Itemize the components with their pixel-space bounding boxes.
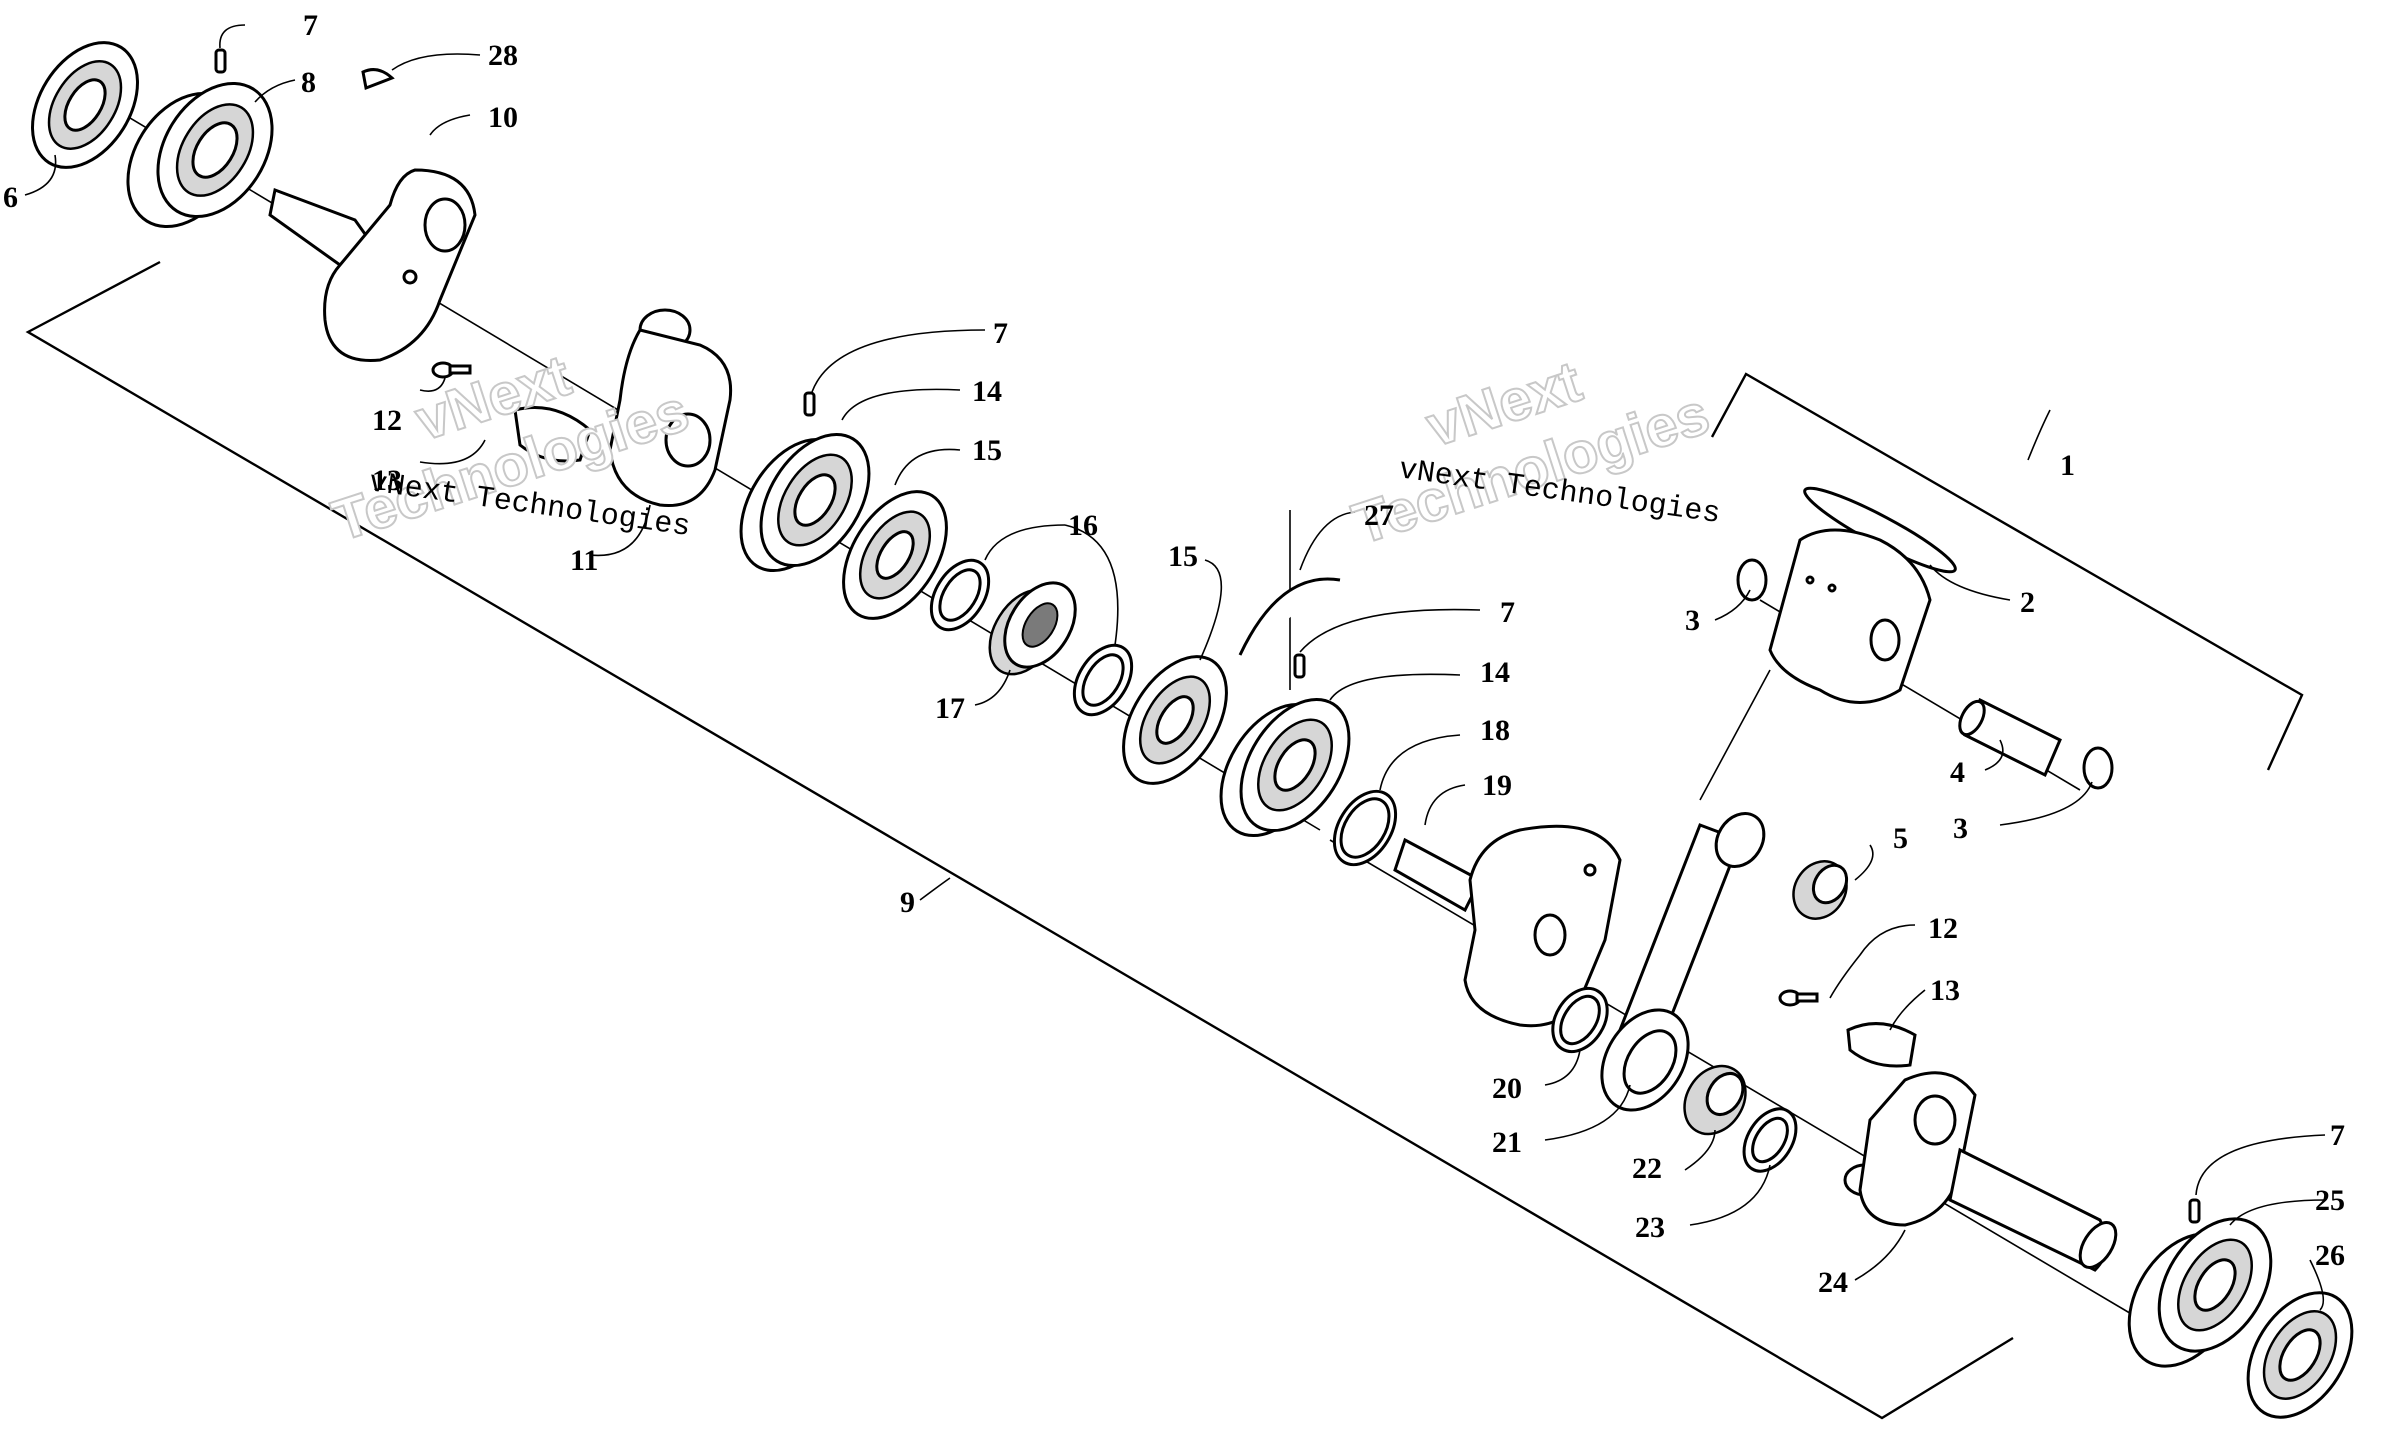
callout-1: 1 [2060, 449, 2075, 482]
seal-part-15-mid [842, 490, 948, 620]
callout-13: 13 [372, 464, 402, 497]
wrist-pin-part-4 [1958, 697, 2062, 778]
callout-16: 16 [1068, 509, 1098, 542]
callout-7: 7 [2330, 1119, 2345, 1152]
callout-19: 19 [1482, 769, 1512, 802]
pin-part-7-top [214, 48, 227, 74]
callout-23: 23 [1635, 1211, 1665, 1244]
callout-14: 14 [1480, 656, 1510, 689]
bearing-part-14-second [1219, 697, 1351, 838]
callout-21: 21 [1492, 1126, 1522, 1159]
circlip-part-3-right [2082, 746, 2114, 790]
bracket-group-9 [25, 260, 2014, 1420]
callout-12: 12 [1928, 912, 1958, 945]
needle-bearing-part-5 [1792, 860, 1849, 920]
seal-part-6 [31, 41, 139, 169]
callout-numbers: 7 8 28 10 6 12 13 11 7 14 15 16 17 15 27… [3, 9, 2345, 1299]
bearing-part-8 [126, 81, 274, 229]
callout-7: 7 [1500, 596, 1515, 629]
callout-4: 4 [1950, 756, 1965, 789]
callout-17: 17 [935, 692, 965, 725]
callout-24: 24 [1818, 1266, 1848, 1299]
crank-half-part-19 [1393, 824, 1622, 1028]
crank-half-part-24 [1843, 1071, 2118, 1272]
callout-26: 26 [2315, 1239, 2345, 1272]
gear-part-17 [988, 581, 1077, 676]
callout-22: 22 [1632, 1152, 1662, 1185]
ring-part-16-b [1072, 643, 1134, 717]
ring-part-20 [1551, 986, 1609, 1054]
callout-3: 3 [1685, 604, 1700, 637]
callout-12: 12 [372, 404, 402, 437]
circlip-part-3-left [1736, 558, 1768, 602]
key-part-28 [361, 68, 395, 91]
oring-part-18 [1332, 789, 1398, 867]
callout-9: 9 [900, 886, 915, 919]
bearing-part-14-mid [739, 432, 871, 573]
ring-part-16-a [929, 558, 991, 632]
leader-lines [24, 24, 2326, 1311]
callout-7: 7 [993, 317, 1008, 350]
callout-2: 2 [2020, 586, 2035, 619]
callout-6: 6 [3, 181, 18, 214]
callout-18: 18 [1480, 714, 1510, 747]
pin-part-7-right [1293, 653, 1306, 679]
connecting-rod-part-21 [1600, 812, 1766, 1112]
callout-13: 13 [1930, 974, 1960, 1007]
crank-half-part-10 [268, 168, 477, 362]
callout-27: 27 [1364, 499, 1394, 532]
seal-part-15-second [1122, 655, 1228, 785]
callout-3: 3 [1953, 812, 1968, 845]
weight-part-13-left [513, 406, 592, 463]
callout-8: 8 [301, 66, 316, 99]
pin-part-7-bottom [2188, 1198, 2201, 1224]
callout-15: 15 [1168, 540, 1198, 573]
bracket-group-1 [1710, 372, 2304, 771]
bearing-part-25 [2127, 1217, 2273, 1368]
callout-5: 5 [1893, 822, 1908, 855]
screw-part-12-right [1778, 989, 1819, 1007]
callout-14: 14 [972, 375, 1002, 408]
pin-part-7-mid [803, 391, 816, 417]
callout-28: 28 [488, 39, 518, 72]
callout-25: 25 [2315, 1184, 2345, 1217]
seal-part-26 [2246, 1291, 2354, 1419]
piston-part-1 [1768, 528, 1932, 704]
callout-15: 15 [972, 434, 1002, 467]
callout-7: 7 [303, 9, 318, 42]
callout-10: 10 [488, 101, 518, 134]
weight-part-13-right [1846, 1022, 1917, 1068]
washer-part-23 [1742, 1107, 1798, 1173]
clip-part-27 [1238, 577, 1341, 656]
callout-20: 20 [1492, 1072, 1522, 1105]
crank-half-part-11 [608, 308, 733, 508]
screw-part-12-left [431, 361, 472, 379]
needle-bearing-part-22 [1683, 1064, 1747, 1136]
callout-11: 11 [570, 544, 598, 577]
